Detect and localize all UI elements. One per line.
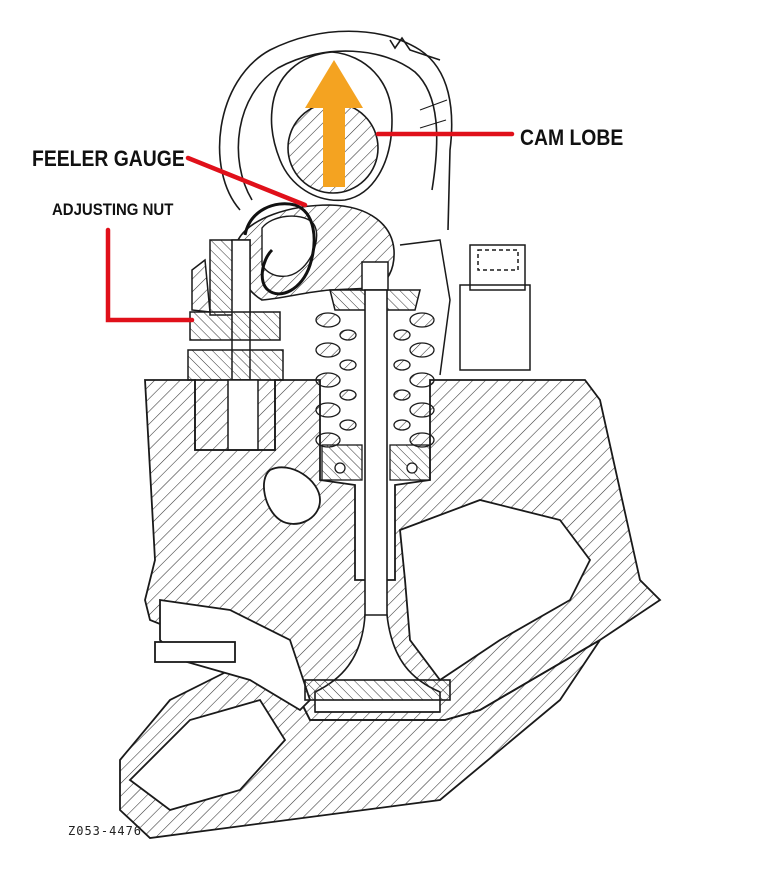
adjusting-nut-pointer	[105, 227, 195, 323]
rocker-shaft-stud	[399, 239, 531, 376]
adjusting-stud	[187, 239, 284, 451]
drawing-code: Z053-4476	[68, 824, 143, 838]
lift-direction-arrow	[305, 60, 363, 187]
cam-lobe-label: CAM LOBE	[520, 125, 624, 150]
feeler-gauge-label: FEELER GAUGE	[32, 146, 185, 171]
adjusting-nut-label: ADJUSTING NUT	[52, 200, 174, 219]
pointer-lines	[105, 131, 515, 323]
valve-spring	[315, 312, 435, 448]
valve-seals	[321, 444, 431, 481]
feeler-gauge-pointer	[185, 155, 308, 208]
valve	[304, 289, 451, 713]
cylinder-head	[119, 379, 662, 839]
camshaft-housing	[218, 30, 453, 231]
feeler-gauge	[243, 202, 316, 296]
